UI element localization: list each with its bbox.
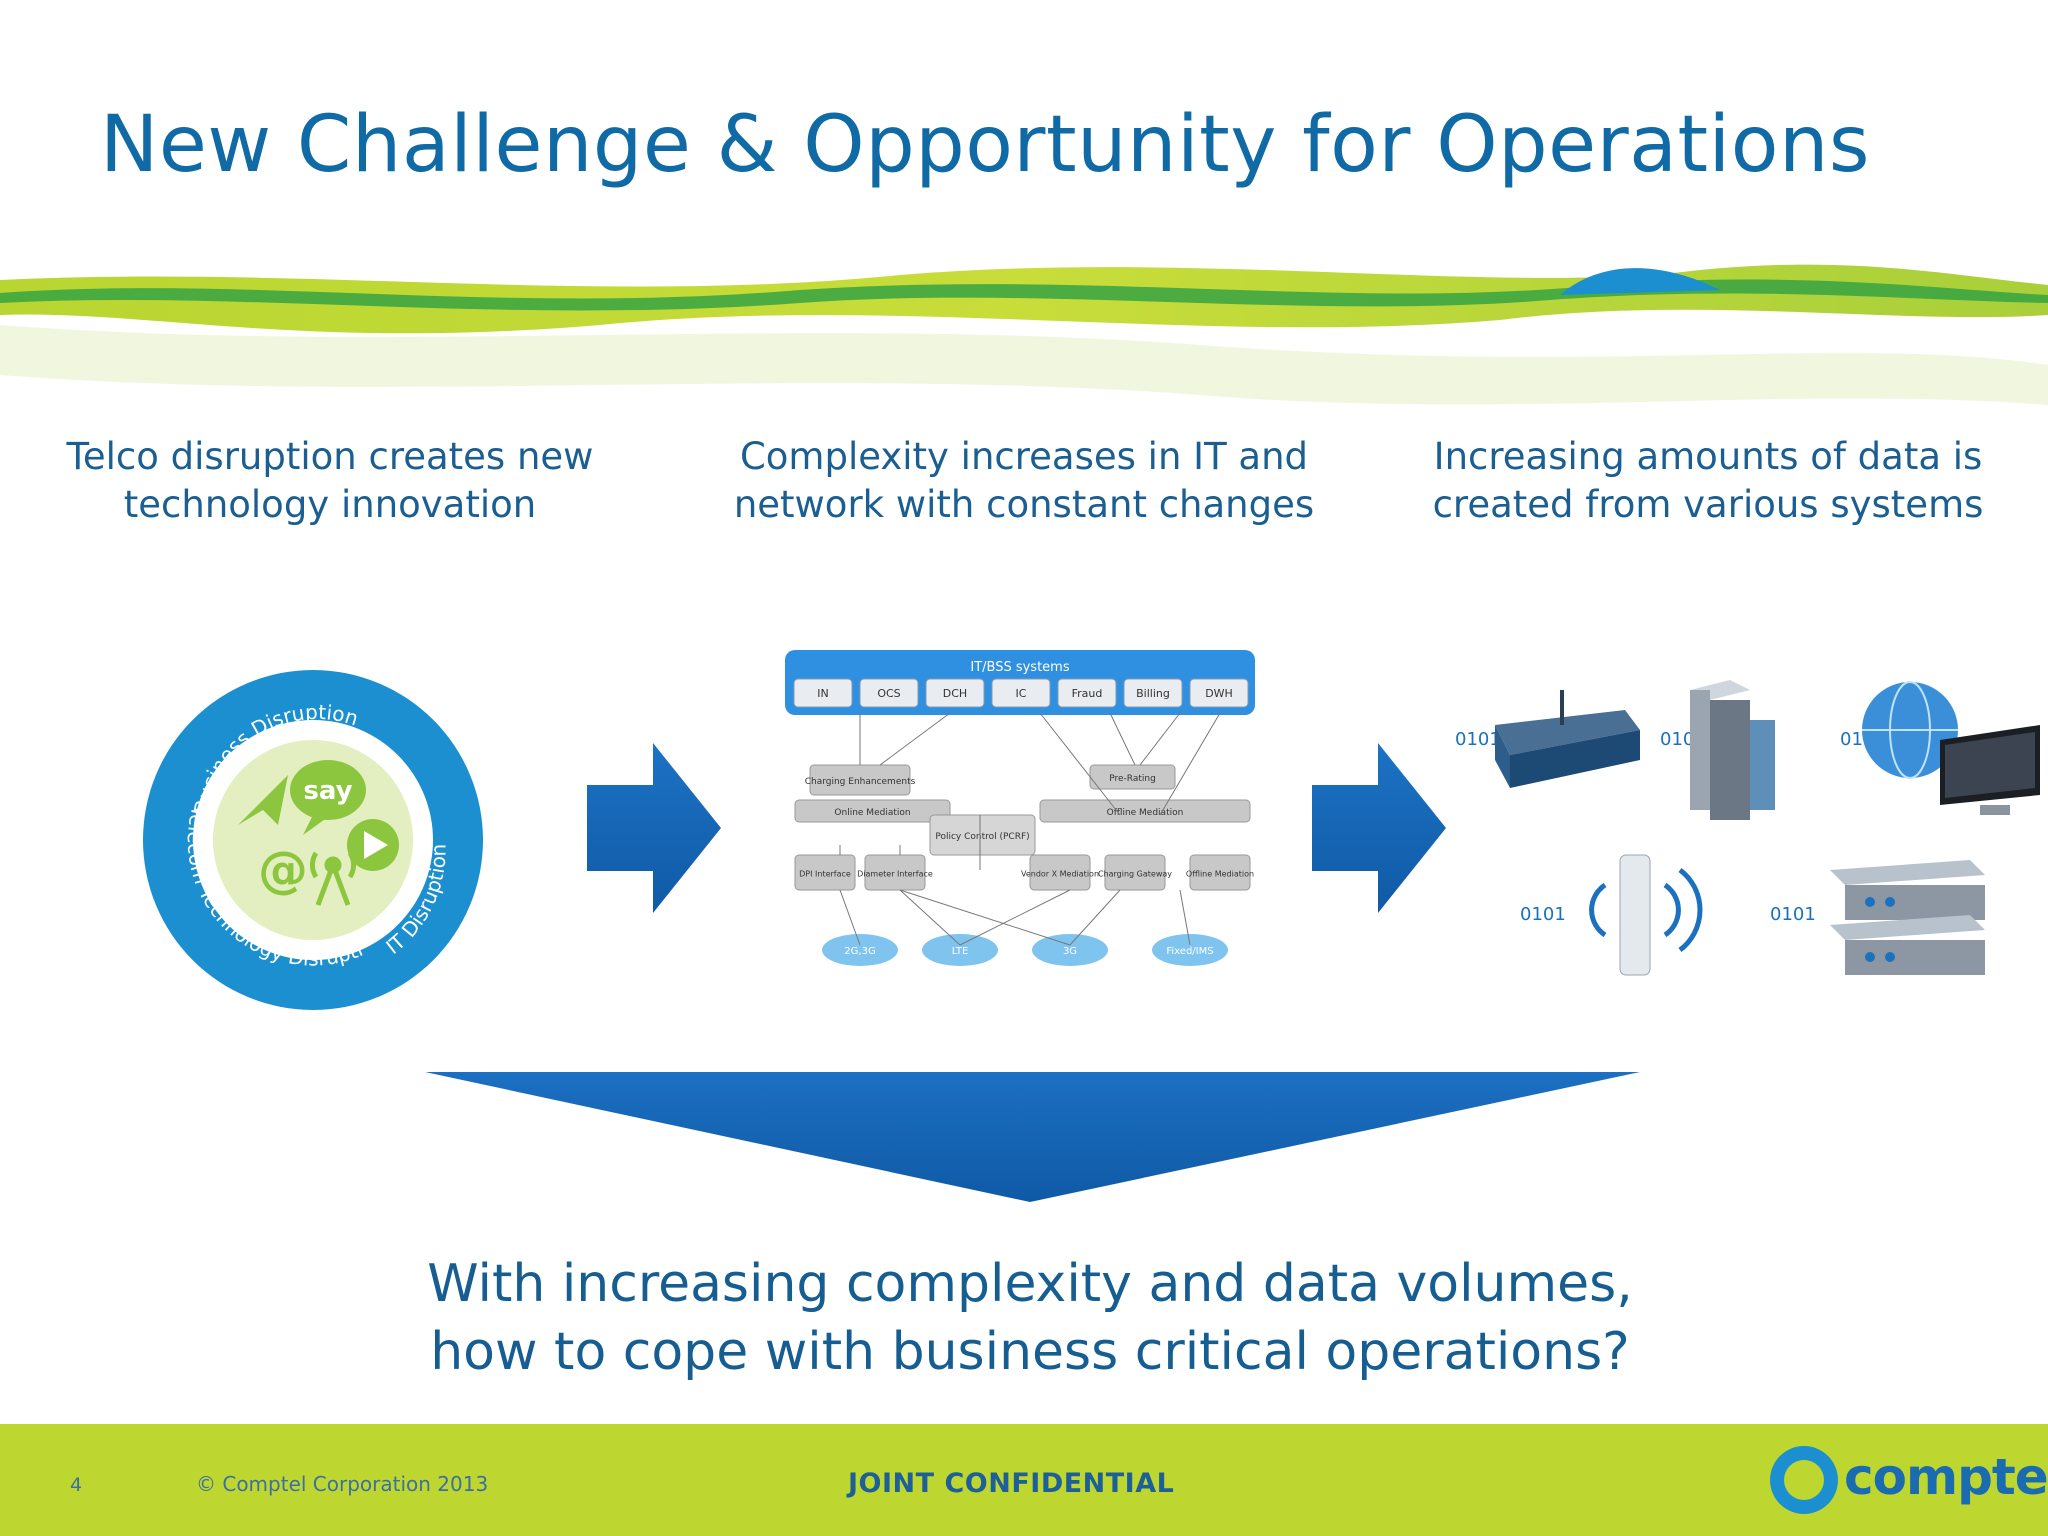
- logo-wordmark: comptel: [1844, 1448, 2048, 1506]
- diagram-box-label: Pre-Rating: [1109, 774, 1156, 784]
- diagram-box-label: Online Mediation: [834, 808, 910, 818]
- conclusion-question: With increasing complexity and data volu…: [300, 1250, 1760, 1386]
- diagram-box: Online Mediation: [794, 799, 951, 823]
- network-cloud-icon: Fixed/IMS: [1152, 934, 1228, 966]
- network-label: LTE: [952, 946, 969, 957]
- system-box-label: Billing: [1136, 687, 1170, 700]
- diagram-box: Offline Mediation: [1039, 799, 1251, 823]
- system-box: IC: [991, 678, 1051, 708]
- system-box: Fraud: [1057, 678, 1117, 708]
- system-box: OCS: [859, 678, 919, 708]
- system-box-label: IN: [817, 687, 828, 700]
- decorative-wave-band: [0, 264, 2048, 405]
- footer-bar: [0, 1424, 2048, 1536]
- copyright-notice: © Comptel Corporation 2013: [196, 1472, 489, 1496]
- network-label: Fixed/IMS: [1166, 946, 1213, 957]
- network-cloud-icon: LTE: [922, 934, 998, 966]
- conclusion-line: how to cope with business critical opera…: [430, 1322, 1630, 1382]
- diagram-header: IT/BSS systems: [970, 660, 1069, 675]
- diagram-box-label: Diameter Interface: [857, 870, 933, 879]
- network-cloud-icon: 2G,3G: [822, 934, 898, 966]
- column-text-data: Increasing amounts of data is created fr…: [1408, 433, 2008, 529]
- system-box-label: OCS: [877, 687, 900, 700]
- diagram-box: Charging Gateway: [1098, 854, 1172, 891]
- diagram-box-label: DPI Interface: [799, 870, 851, 879]
- system-box-label: DCH: [943, 687, 967, 700]
- diagram-box-label: Offline Mediation: [1107, 808, 1184, 818]
- binary-digits: 0101: [1520, 904, 1566, 925]
- arrow-right-icon: [587, 743, 721, 913]
- diagram-box: Charging Enhancements: [805, 764, 916, 796]
- diagram-box: Offline Mediation: [1186, 854, 1254, 891]
- diagram-box-label: Policy Control (PCRF): [935, 832, 1029, 842]
- storage-server-icon: 0101: [1770, 860, 1985, 975]
- play-icon: [347, 819, 399, 871]
- disruption-circle-graphic: Business Disruption Telecom Technology D…: [138, 665, 483, 1010]
- network-label: 2G,3G: [844, 946, 875, 957]
- architecture-diagram: IT/BSS systems IN OCS DCH IC Fraud Billing DWH…: [785, 650, 1255, 966]
- arrow-right-icon: [1312, 743, 1446, 913]
- logo-mark-icon: [1770, 1446, 1838, 1514]
- diagram-box-label: Vendor X Mediation: [1021, 870, 1099, 879]
- system-box: Billing: [1123, 678, 1183, 708]
- column-text-line: created from various systems: [1432, 483, 1984, 526]
- diagram-box-label: Offline Mediation: [1186, 870, 1254, 879]
- diagram-box: DPI Interface: [794, 854, 856, 891]
- conclusion-line: With increasing complexity and data volu…: [427, 1254, 1633, 1314]
- diagram-box: Pre-Rating: [1089, 764, 1176, 790]
- funnel-arrow-down: [425, 1072, 1640, 1202]
- server-tower-icon: 0101: [1660, 680, 1775, 820]
- diagram-box: Policy Control (PCRF): [929, 814, 1036, 856]
- wireless-access-point-icon: 0101: [1520, 854, 1703, 976]
- column-text-line: Increasing amounts of data is: [1433, 435, 1983, 478]
- diagram-box: Vendor X Mediation: [1021, 854, 1099, 891]
- diagram-box: Diameter Interface: [857, 854, 933, 891]
- system-box-label: Fraud: [1072, 687, 1103, 700]
- system-box: DWH: [1189, 678, 1249, 708]
- system-box: DCH: [925, 678, 985, 708]
- network-devices-graphic: 0101 0101 0101 0101 0101: [1455, 680, 2040, 976]
- antenna-icon: [310, 851, 356, 906]
- speech-bubble-icon: say: [290, 760, 366, 835]
- network-label: 3G: [1063, 946, 1077, 957]
- binary-digits: 0101: [1455, 729, 1501, 750]
- column-text-line: network with constant changes: [733, 483, 1315, 526]
- slide-title: New Challenge & Opportunity for Operatio…: [100, 100, 1871, 190]
- router-icon: 0101: [1455, 690, 1640, 788]
- system-box-label: DWH: [1205, 687, 1233, 700]
- column-text-complexity: Complexity increases in IT and network w…: [724, 433, 1324, 529]
- system-box: IN: [793, 678, 853, 708]
- page-number: 4: [70, 1474, 83, 1496]
- connector-lines: [839, 712, 1221, 946]
- cursor-icon: [238, 775, 288, 825]
- binary-digits: 0101: [1770, 904, 1816, 925]
- at-sign-icon: @: [258, 841, 308, 899]
- network-cloud-icon: 3G: [1032, 934, 1108, 966]
- diagram-box-label: Charging Enhancements: [805, 777, 916, 787]
- bubble-text: say: [303, 776, 352, 806]
- column-text-disruption: Telco disruption creates new technology …: [30, 433, 630, 529]
- column-text-line: Complexity increases in IT and: [739, 435, 1309, 478]
- system-box-label: IC: [1016, 687, 1027, 700]
- column-text-line: Telco disruption creates new: [66, 435, 594, 478]
- comptel-logo: comptel: [1764, 1440, 2048, 1520]
- confidential-label: JOINT CONFIDENTIAL: [848, 1468, 1175, 1499]
- diagram-box-label: Charging Gateway: [1098, 870, 1172, 879]
- column-text-line: technology innovation: [123, 483, 537, 526]
- globe-monitor-icon: 0101: [1840, 681, 2040, 815]
